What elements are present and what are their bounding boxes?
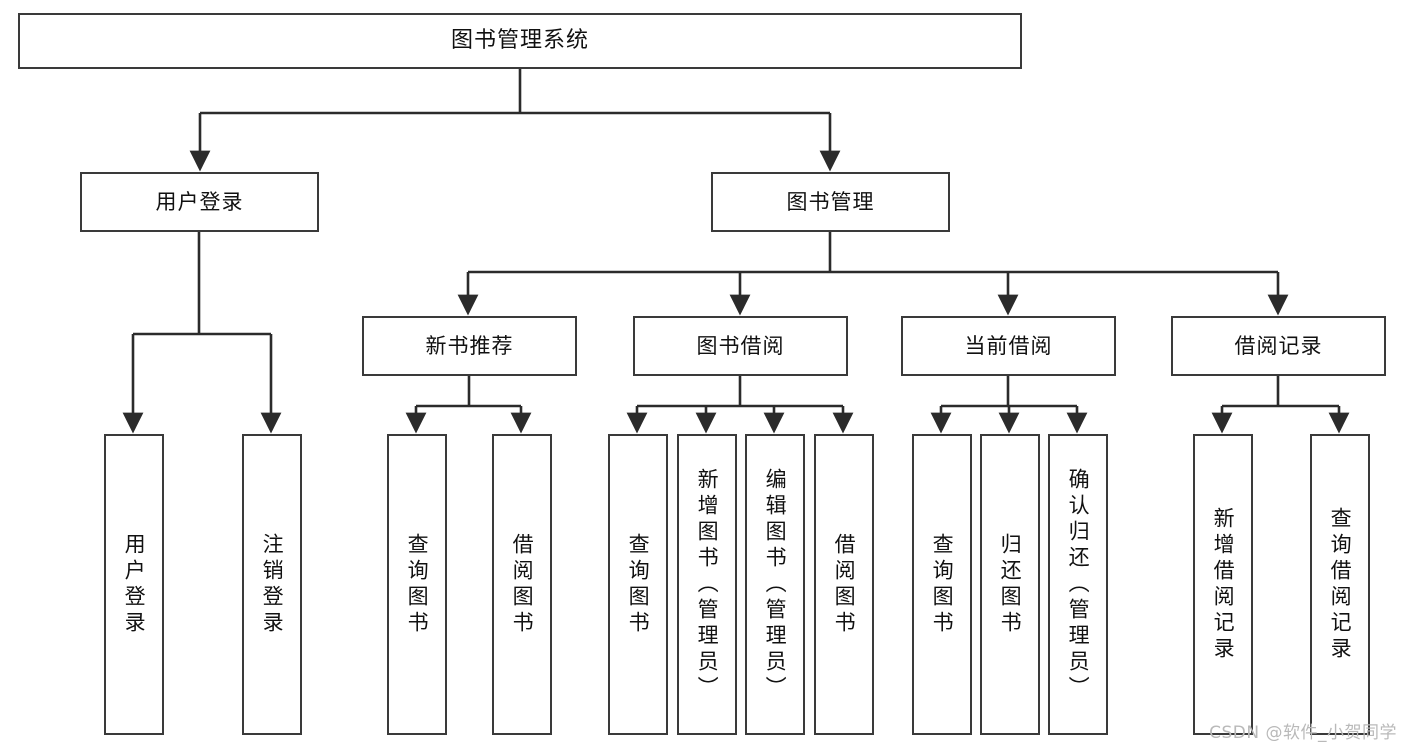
node-leaf-confirm-return-admin[interactable]: 确认归还（管理员） xyxy=(1048,434,1108,735)
node-leaf-return-book[interactable]: 归还图书 xyxy=(980,434,1040,735)
node-leaf-edit-book-admin[interactable]: 编辑图书（管理员） xyxy=(745,434,805,735)
node-label: 查询图书 xyxy=(626,532,651,637)
node-leaf-borrow-book[interactable]: 借阅图书 xyxy=(814,434,874,735)
node-label: 图书管理 xyxy=(786,189,875,214)
node-label: 注销登录 xyxy=(260,532,285,637)
node-label: 新增图书（管理员） xyxy=(695,467,720,702)
node-label: 归还图书 xyxy=(998,532,1023,637)
node-leaf-user-login[interactable]: 用户登录 xyxy=(104,434,164,735)
node-leaf-add-borrow-record[interactable]: 新增借阅记录 xyxy=(1193,434,1253,735)
node-label: 图书借阅 xyxy=(696,333,785,358)
node-new-book-recommendation[interactable]: 新书推荐 xyxy=(362,316,577,376)
node-leaf-borrow-book-newbook[interactable]: 借阅图书 xyxy=(492,434,552,735)
node-user-login[interactable]: 用户登录 xyxy=(80,172,319,232)
node-leaf-add-book-admin[interactable]: 新增图书（管理员） xyxy=(677,434,737,735)
node-label: 借阅记录 xyxy=(1234,333,1323,358)
node-label: 编辑图书（管理员） xyxy=(763,467,788,702)
node-label: 确认归还（管理员） xyxy=(1066,467,1091,702)
node-borrowing-record[interactable]: 借阅记录 xyxy=(1171,316,1386,376)
node-leaf-query-book-borrow[interactable]: 查询图书 xyxy=(608,434,668,735)
node-leaf-query-book-current[interactable]: 查询图书 xyxy=(912,434,972,735)
node-label: 用户登录 xyxy=(155,189,244,214)
node-leaf-query-borrow-record[interactable]: 查询借阅记录 xyxy=(1310,434,1370,735)
node-label: 查询借阅记录 xyxy=(1328,506,1353,663)
node-root-book-management-system[interactable]: 图书管理系统 xyxy=(18,13,1022,69)
node-book-management[interactable]: 图书管理 xyxy=(711,172,950,232)
node-label: 图书管理系统 xyxy=(450,28,589,54)
node-label: 新增借阅记录 xyxy=(1211,506,1236,663)
node-label: 当前借阅 xyxy=(964,333,1053,358)
watermark: CSDN @软件_小贺同学 xyxy=(1209,723,1397,743)
node-book-borrowing[interactable]: 图书借阅 xyxy=(633,316,848,376)
node-label: 借阅图书 xyxy=(832,532,857,637)
node-leaf-query-book-newbook[interactable]: 查询图书 xyxy=(387,434,447,735)
node-label: 借阅图书 xyxy=(510,532,535,637)
node-current-borrowing[interactable]: 当前借阅 xyxy=(901,316,1116,376)
node-leaf-logout[interactable]: 注销登录 xyxy=(242,434,302,735)
node-label: 查询图书 xyxy=(930,532,955,637)
node-label: 新书推荐 xyxy=(425,333,514,358)
node-label: 查询图书 xyxy=(405,532,430,637)
node-label: 用户登录 xyxy=(122,532,147,637)
